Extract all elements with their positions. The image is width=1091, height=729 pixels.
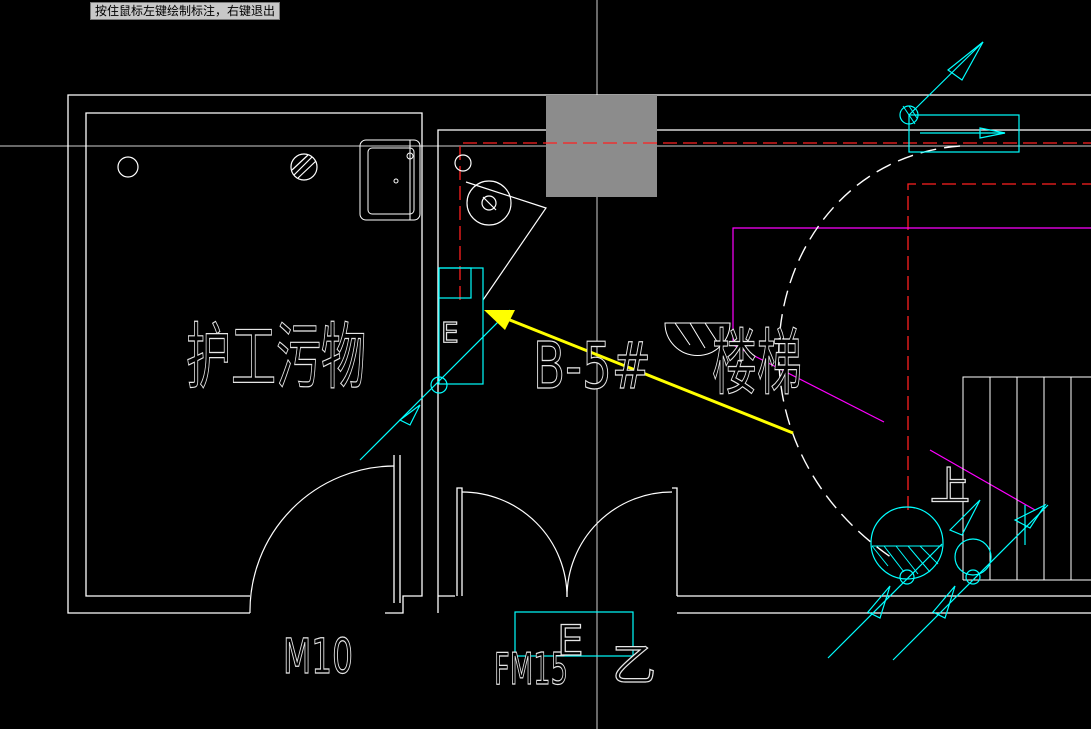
red-dashed-lines xyxy=(459,142,1091,510)
structural-column xyxy=(546,95,657,197)
cyan-hatch xyxy=(871,105,942,575)
walls xyxy=(67,94,1091,614)
room-label-stair: 楼梯 xyxy=(712,321,802,405)
room-label-nursing-waste: 护工污物 xyxy=(186,315,366,399)
door-label-fm15-suffix: 乙 xyxy=(612,640,656,691)
door-label-m10: M10 xyxy=(283,629,353,685)
room-label-b5: B-5# xyxy=(533,330,651,404)
sink-fixture xyxy=(359,139,421,221)
command-prompt-tooltip: 按住鼠标左键绘制标注，右键退出 xyxy=(90,2,281,20)
equipment-label-e-bottom: E xyxy=(557,616,584,665)
door-swings xyxy=(249,181,673,614)
floor-drains xyxy=(117,153,512,226)
red-circle-marker xyxy=(454,154,472,172)
door-label-fm15: FM15 xyxy=(494,644,568,695)
dashed-swing-circle xyxy=(778,145,961,561)
equipment-label-e-left: E xyxy=(441,316,459,349)
annotation-arrow[interactable] xyxy=(484,310,794,435)
stair-treads xyxy=(962,376,1091,581)
hatched-semicircle xyxy=(664,322,731,356)
cyan-equipment xyxy=(359,41,1049,661)
stair-up-label: 上 xyxy=(930,464,970,510)
